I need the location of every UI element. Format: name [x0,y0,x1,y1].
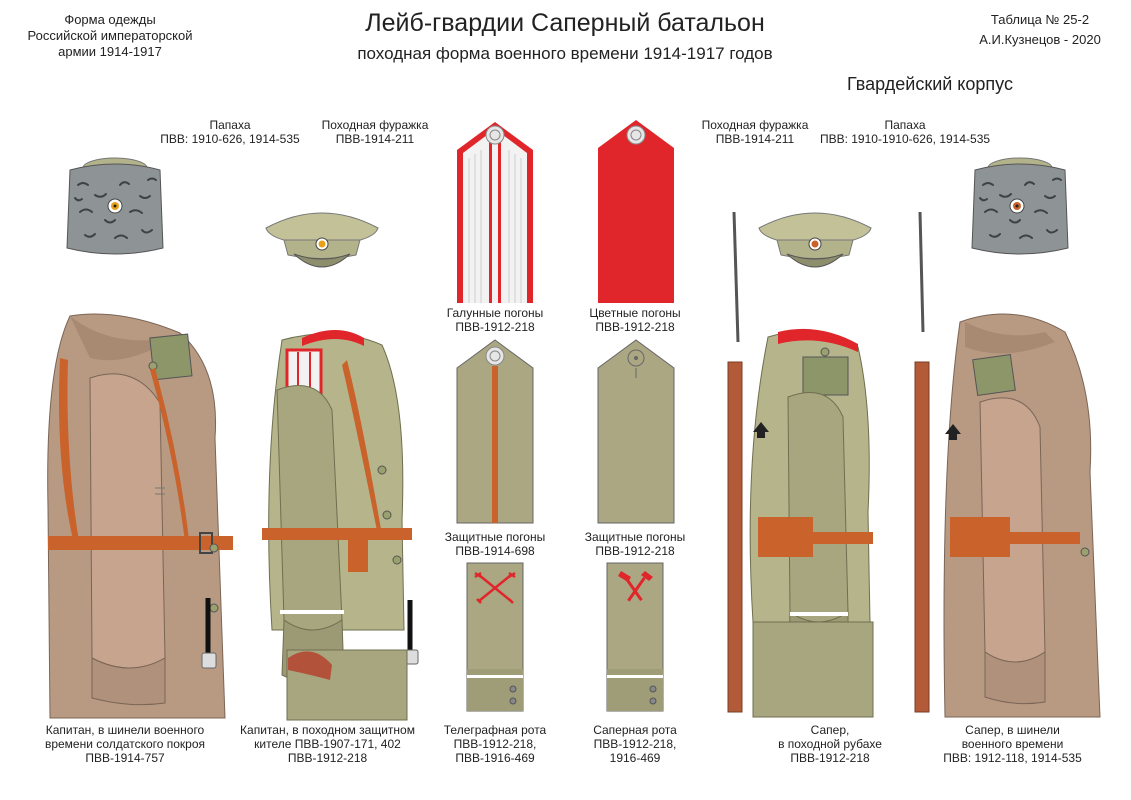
field-cap-right-illustration [758,212,872,268]
page-title: Лейб-гвардии Саперный батальон [365,9,765,37]
galloon-shoulder-board [457,122,533,303]
caption-sapper-shirt: Сапер, в походной рубахе ПВВ-1912-218 [778,723,882,765]
captain-tunic-figure [262,330,419,721]
colored-shoulder-board [598,120,674,303]
caption-captain-greatcoat: Капитан, в шинели военного времени солда… [44,723,206,765]
caption-sapper-greatcoat: Сапер, в шинели военного времени ПВВ: 19… [943,723,1082,765]
protective-shoulder-board-2 [597,339,675,524]
corps-label: Гвардейский корпус [847,74,1013,94]
collection-note: Форма одежды Российской императорской ар… [27,12,193,59]
field-cap-left-illustration [265,212,379,268]
telegraph-sleeve-insignia [466,562,524,712]
caption-sapper-company: Саперная рота ПВВ-1912-218, 1916-469 [593,723,677,765]
papakha-left-illustration [66,157,164,255]
protective-shoulder-board-1 [456,339,534,524]
protective-boards-1-label: Защитные погоны ПВВ-1914-698 [444,530,546,558]
papakha-right-label: Папаха ПВВ: 1910-1910-626, 1914-535 [819,118,991,146]
papakha-right-illustration [971,157,1069,255]
table-number: Таблица № 25-2 [990,12,1090,27]
author-credit: А.И.Кузнецов - 2020 [979,32,1101,47]
sapper-shirt-figure [727,211,874,718]
sapper-sleeve-insignia [606,562,664,712]
caption-captain-tunic: Капитан, в походном защитном кителе ПВВ-… [240,723,415,765]
sapper-greatcoat-figure [914,211,1101,718]
protective-boards-2-label: Защитные погоны ПВВ-1912-218 [584,530,686,558]
caption-telegraph-company: Телеграфная рота ПВВ-1912-218, ПВВ-1916-… [443,723,547,765]
cap-right-label: Походная фуражка ПВВ-1914-211 [701,118,809,146]
galloon-boards-label: Галунные погоны ПВВ-1912-218 [446,306,544,334]
cap-left-label: Походная фуражка ПВВ-1914-211 [321,118,429,146]
page-subtitle: походная форма военного времени 1914-191… [357,44,773,63]
colored-boards-label: Цветные погоны ПВВ-1912-218 [589,306,681,334]
papakha-left-label: Папаха ПВВ: 1910-626, 1914-535 [160,118,300,146]
captain-greatcoat-figure [47,313,233,719]
